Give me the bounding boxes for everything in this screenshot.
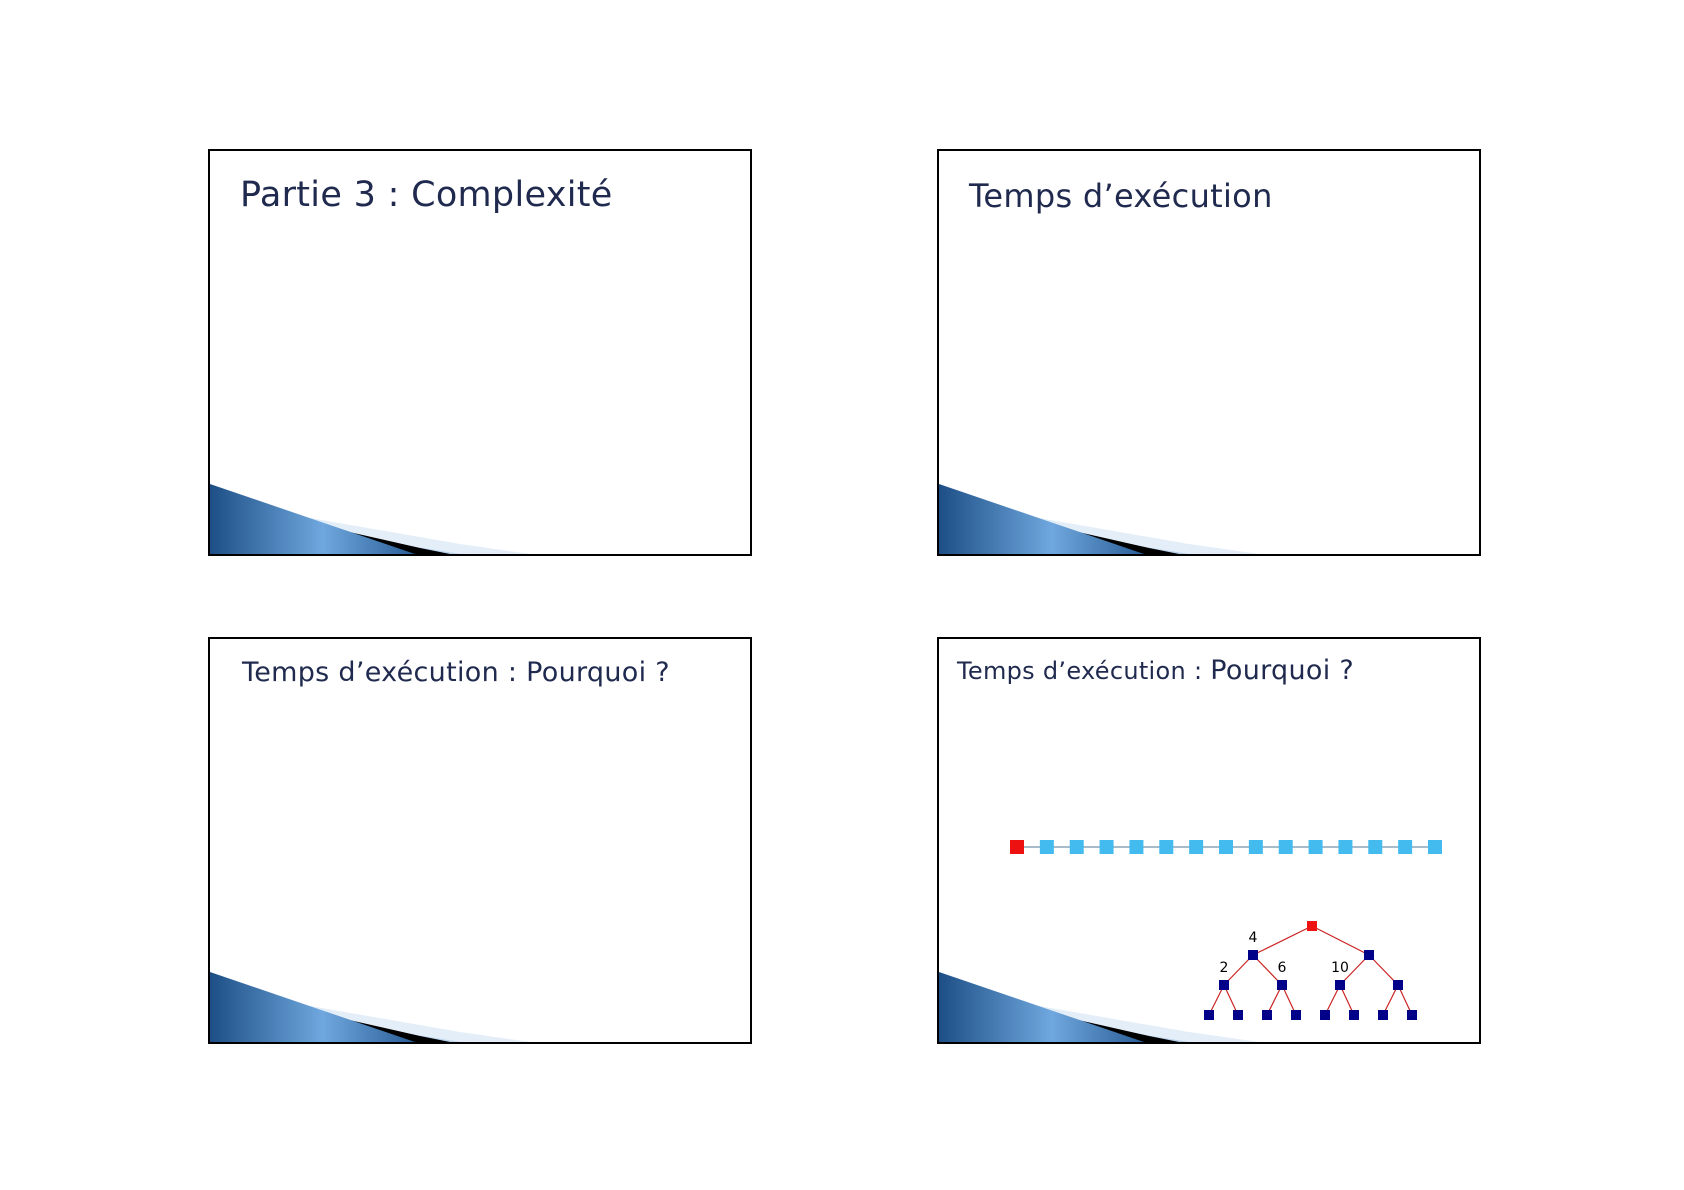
list-node bbox=[1070, 840, 1084, 854]
list-head-node bbox=[1010, 840, 1024, 854]
tree-edge bbox=[1312, 926, 1369, 955]
list-node bbox=[1338, 840, 1352, 854]
tree-node bbox=[1248, 950, 1258, 960]
slide-swoosh-decoration bbox=[210, 972, 530, 1042]
tree-node-label: 6 bbox=[1278, 960, 1287, 976]
tree-node bbox=[1335, 980, 1345, 990]
tree-node bbox=[1233, 1010, 1243, 1020]
tree-node bbox=[1407, 1010, 1417, 1020]
tree-node bbox=[1393, 980, 1403, 990]
tree-node-label: 10 bbox=[1331, 960, 1349, 976]
tree-node bbox=[1277, 980, 1287, 990]
slide-swoosh-decoration bbox=[210, 484, 530, 554]
list-node bbox=[1189, 840, 1203, 854]
tree-node-label: 2 bbox=[1220, 960, 1229, 976]
slide-swoosh-decoration bbox=[939, 484, 1259, 554]
tree-node bbox=[1204, 1010, 1214, 1020]
list-node bbox=[1129, 840, 1143, 854]
list-vs-tree-diagram: 4 2 6 10 bbox=[939, 639, 1479, 1042]
tree-node-label: 4 bbox=[1249, 930, 1258, 946]
slide-title: Temps d’exécution : Pourquoi ? bbox=[242, 657, 670, 688]
list-node bbox=[1398, 840, 1412, 854]
tree-node bbox=[1364, 950, 1374, 960]
tree-node bbox=[1219, 980, 1229, 990]
list-node bbox=[1428, 840, 1442, 854]
list-node bbox=[1279, 840, 1293, 854]
list-node bbox=[1219, 840, 1233, 854]
tree-edge bbox=[1253, 926, 1312, 955]
list-node bbox=[1100, 840, 1114, 854]
list-node bbox=[1368, 840, 1382, 854]
slide-title: Partie 3 : Complexité bbox=[240, 175, 613, 215]
list-node bbox=[1249, 840, 1263, 854]
tree-node bbox=[1262, 1010, 1272, 1020]
slide-3: Temps d’exécution : Pourquoi ? bbox=[208, 637, 752, 1044]
slide-2: Temps d’exécution bbox=[937, 149, 1481, 556]
list-node bbox=[1040, 840, 1054, 854]
list-node bbox=[1309, 840, 1323, 854]
slide-title: Temps d’exécution bbox=[969, 177, 1273, 215]
list-node bbox=[1159, 840, 1173, 854]
slide-1: Partie 3 : Complexité bbox=[208, 149, 752, 556]
tree-node bbox=[1320, 1010, 1330, 1020]
tree-root-node bbox=[1307, 921, 1317, 931]
tree-node bbox=[1349, 1010, 1359, 1020]
tree-node bbox=[1291, 1010, 1301, 1020]
tree-node bbox=[1378, 1010, 1388, 1020]
